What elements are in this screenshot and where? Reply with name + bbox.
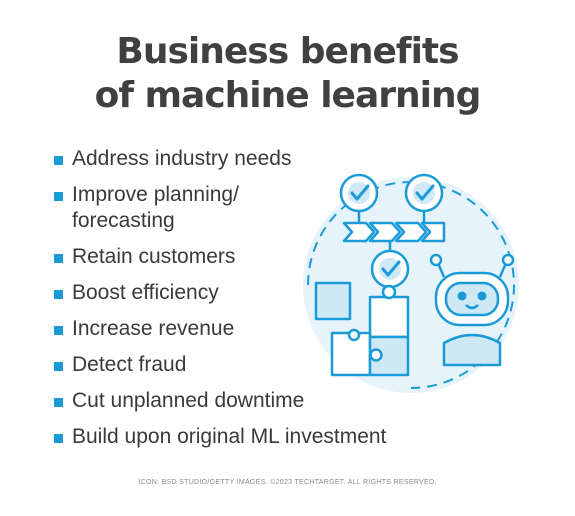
- benefits-list: Address industry needs Improve planning/…: [54, 146, 474, 460]
- machine-learning-illustration: [303, 173, 519, 393]
- benefit-item: Cut unplanned downtime: [54, 388, 474, 424]
- title-line-1: Business benefits: [116, 31, 459, 72]
- benefit-item: Boost efficiency: [54, 280, 474, 316]
- benefit-item: Increase revenue: [54, 316, 474, 352]
- page-title: Business benefits of machine learning: [0, 30, 575, 118]
- puzzle-icon: [314, 281, 410, 377]
- bullet-icon: [54, 434, 63, 443]
- chevron-flow-icon: [342, 221, 446, 243]
- bullet-icon: [54, 192, 63, 201]
- check-circle-icon: [339, 173, 379, 213]
- dashed-arc: [307, 180, 516, 389]
- benefit-item: Detect fraud: [54, 352, 474, 388]
- bullet-icon: [54, 398, 63, 407]
- title-line-2: of machine learning: [94, 75, 482, 116]
- bullet-icon: [54, 254, 63, 263]
- robot-icon: [429, 253, 515, 367]
- benefit-item: Retain customers: [54, 244, 474, 280]
- image-credit: ICON: BSD STUDIO/GETTY IMAGES. ©2023 TEC…: [138, 479, 437, 486]
- check-circle-icon: [370, 249, 410, 289]
- bullet-icon: [54, 156, 63, 165]
- benefit-item: Improve planning/forecasting: [54, 182, 474, 244]
- bullet-icon: [54, 290, 63, 299]
- benefit-item: Address industry needs: [54, 146, 474, 182]
- benefit-item: Build upon original ML investment: [54, 424, 474, 460]
- bullet-icon: [54, 326, 63, 335]
- connector-lines: [357, 211, 426, 251]
- check-circle-icon: [404, 173, 444, 213]
- bullet-icon: [54, 362, 63, 371]
